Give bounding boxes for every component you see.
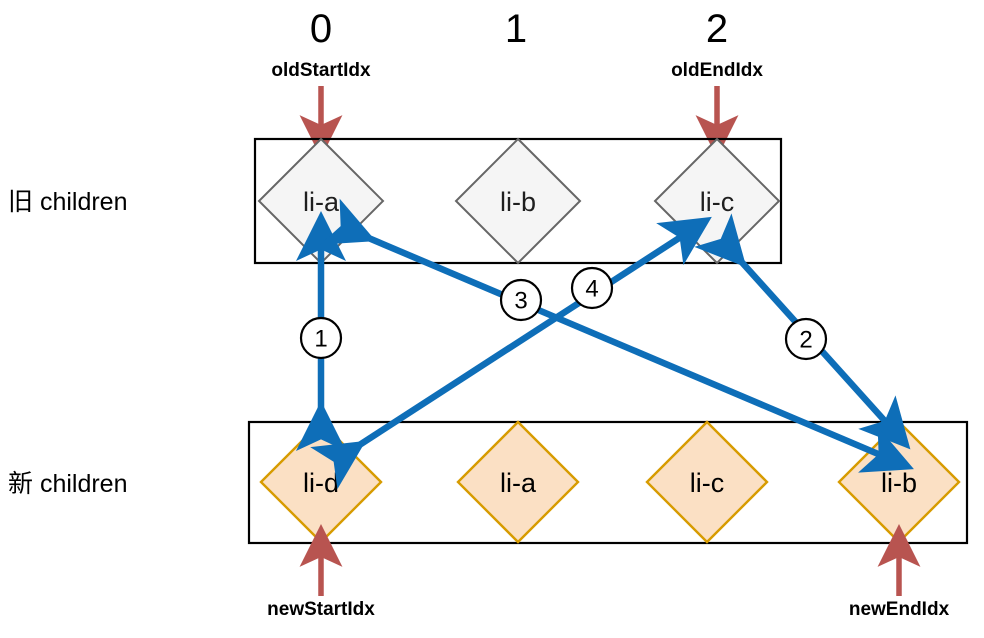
old-index-number-0: 0 [310,7,332,51]
new-node-label-1: li-a [500,468,537,498]
old-index-number-2: 2 [706,7,728,51]
new-node-label-2: li-c [690,468,725,498]
step-number-2: 2 [799,327,812,354]
new-node-li-a[interactable]: li-a [456,420,580,544]
old-node-li-b[interactable]: li-b [454,137,582,265]
old-node-label-0: li-a [303,187,340,217]
new-children-row-label: 新 children [8,470,128,498]
step-arrow-4 [310,216,712,490]
new-node-label-0: li-d [303,468,339,498]
step-number-1: 1 [314,326,327,353]
step-circle-4 [570,266,614,310]
old-node-label-1: li-b [500,187,536,217]
old-start-idx-label: oldStartIdx [271,60,371,81]
old-index-marker-1: 1 [505,7,527,51]
step-marker-3: 3 [499,278,543,322]
step-circle-3 [499,278,543,322]
step-number-3: 3 [514,288,527,315]
new-node-li-c[interactable]: li-c [645,420,769,544]
step-marker-1: 1 [299,316,343,360]
new-end-idx-marker: newEndIdx [849,523,950,620]
step-circle-1 [299,316,343,360]
step-circle-2 [784,317,828,361]
new-start-idx-marker: newStartIdx [267,523,375,620]
old-end-idx-label: oldEndIdx [671,60,763,81]
step-number-4: 4 [585,276,598,303]
new-node-label-3: li-b [881,468,917,498]
new-node-li-b[interactable]: li-b [837,420,961,544]
old-index-number-1: 1 [505,7,527,51]
old-node-label-2: li-c [700,187,735,217]
step-marker-4: 4 [570,266,614,310]
old-index-marker-2: 2 oldEndIdx [671,7,763,159]
old-index-marker-0: 0 oldStartIdx [271,7,371,159]
new-end-idx-label: newEndIdx [849,599,950,620]
step-marker-2: 2 [784,317,828,361]
new-start-idx-label: newStartIdx [267,599,375,620]
old-children-row-label: 旧 children [8,188,128,216]
